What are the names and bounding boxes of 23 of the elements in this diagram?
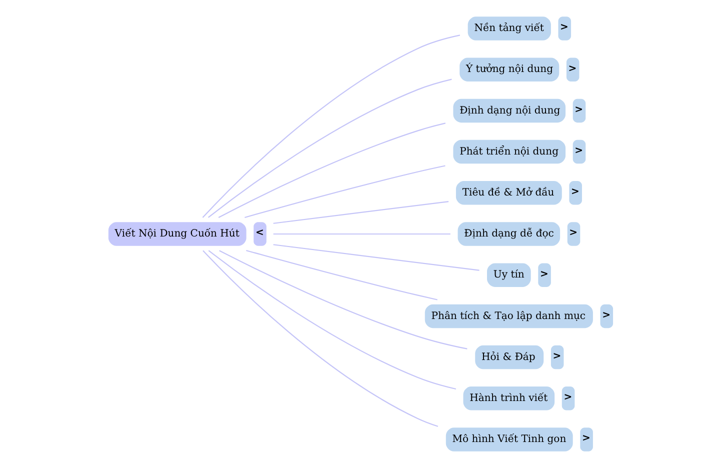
connector: [272, 201, 448, 224]
connector: [272, 233, 450, 235]
node-label: >: [568, 63, 576, 74]
node-label: >: [602, 310, 610, 321]
node-label: <: [254, 228, 264, 239]
connector: [272, 244, 479, 271]
node-label: >: [570, 186, 579, 198]
connector: [208, 250, 456, 390]
connector: [202, 250, 438, 427]
node-label: >: [574, 104, 583, 116]
node-label: >: [581, 433, 590, 444]
connector: [218, 250, 467, 350]
node-label: >: [539, 268, 548, 280]
node-label: >: [574, 145, 583, 156]
connector: [244, 165, 445, 218]
node-label: >: [560, 22, 568, 34]
node-label: >: [552, 350, 561, 362]
connector: [202, 34, 460, 218]
node-label: >: [563, 392, 572, 404]
connector: [207, 78, 452, 218]
connector: [246, 250, 437, 300]
connector: [218, 122, 446, 218]
node-label: >: [568, 228, 578, 239]
